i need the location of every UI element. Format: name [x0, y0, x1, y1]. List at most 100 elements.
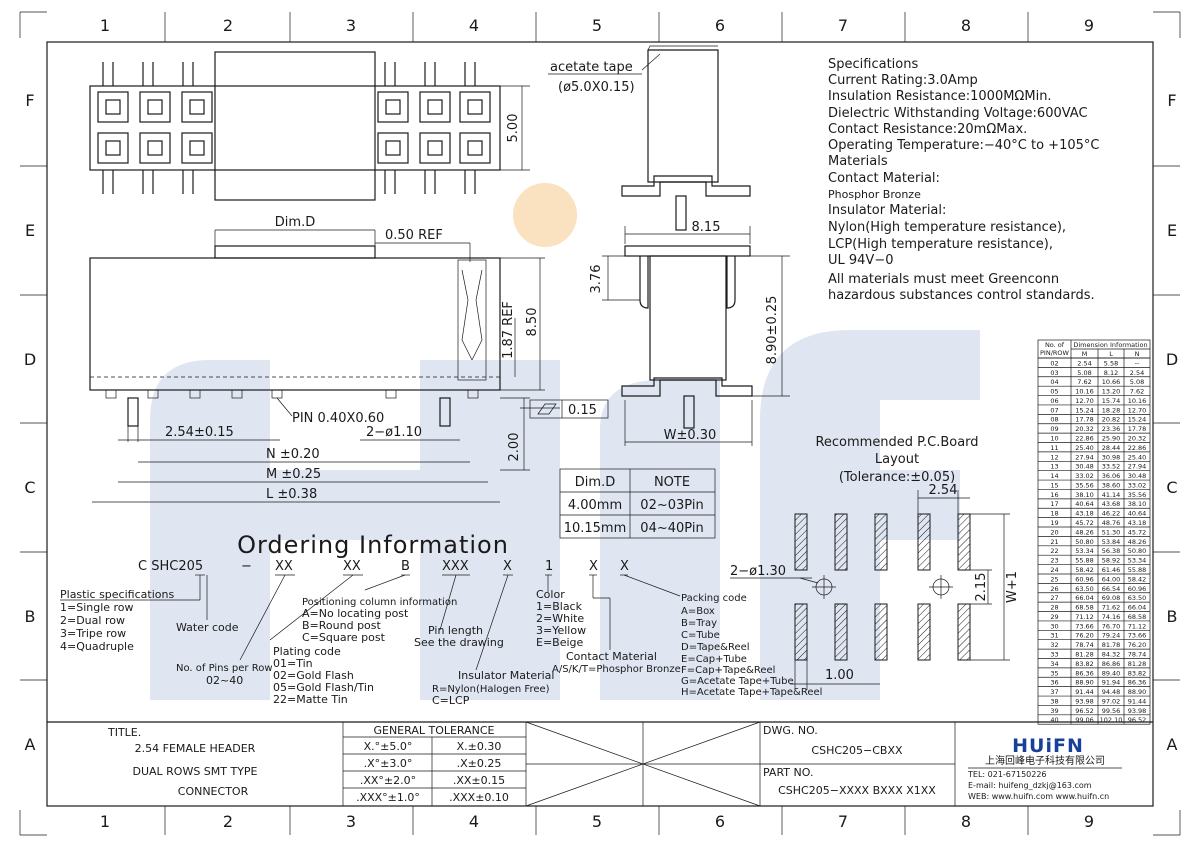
table-cell-m: 73.66	[1075, 622, 1094, 630]
table-cell-m: 93.98	[1075, 697, 1094, 705]
table-cell-m: 86.36	[1075, 669, 1094, 677]
table-cell-m: 78.74	[1075, 641, 1094, 649]
company-name: 上海回峰电子科技有限公司	[985, 754, 1105, 767]
packing-title: Packing code	[681, 593, 747, 604]
tolerance-linear: .XXX±0.10	[449, 791, 509, 804]
drawing-frame	[19, 11, 1181, 836]
spec-line: Contact Resistance:20mΩMax.	[828, 122, 1027, 137]
table-cell-l: 41.14	[1102, 491, 1121, 499]
table-cell-l: 64.00	[1102, 575, 1121, 583]
code-pin-length: XXX	[442, 559, 469, 574]
note-header: NOTE	[654, 475, 690, 490]
table-cell-m: 5.08	[1077, 369, 1091, 377]
grid-col-label: 1	[100, 812, 110, 831]
spec-line: All materials must meet Greenconn	[828, 272, 1059, 287]
table-cell-m: 33.02	[1075, 472, 1094, 480]
plating-option: 05=Gold Flash/Tin	[273, 681, 374, 694]
table-cell-m: 55.88	[1075, 557, 1094, 565]
packing-option: B=Tray	[681, 618, 717, 629]
table-cell-pins: 06	[1050, 397, 1058, 405]
table-cell-m: 35.56	[1075, 481, 1094, 489]
grid-row-label: A	[25, 735, 36, 754]
table-cell-pins: 32	[1050, 641, 1058, 649]
pcb-hole-label: 2−ø1.30	[730, 564, 786, 579]
table-cell-l: 56.38	[1102, 547, 1121, 555]
hole-dim-label: 2−ø1.10	[366, 425, 422, 440]
insulator-option: R=Nylon(Halogen Free)	[432, 684, 550, 695]
table-cell-m: 20.32	[1075, 425, 1094, 433]
table-cell-l: 10.66	[1102, 378, 1121, 386]
table-cell-n: 48.26	[1128, 538, 1147, 546]
dim-5-00: 5.00	[506, 114, 521, 143]
packing-option: C=Tube	[681, 630, 720, 641]
table-cell-pins: 14	[1050, 472, 1058, 480]
table-cell-n: 81.28	[1128, 660, 1147, 668]
table-cell-m: 96.52	[1075, 707, 1094, 715]
table-cell-m: 2.54	[1077, 359, 1091, 367]
note-cell: 04~40Pin	[640, 521, 703, 536]
table-cell-n: 5.08	[1130, 378, 1144, 386]
grid-row-label: C	[24, 478, 35, 497]
table-cell-n: 53.34	[1128, 557, 1147, 565]
table-cell-m: 99.06	[1075, 716, 1094, 724]
grid-col-label: 4	[469, 16, 479, 35]
spec-line: Nylon(High temperature resistance),	[828, 220, 1066, 235]
table-cell-pins: 11	[1050, 444, 1058, 452]
table-cell-l: 15.74	[1102, 397, 1121, 405]
dim-1-87-ref: 1.87 REF	[501, 301, 516, 359]
spec-line: Phosphor Bronze	[828, 188, 921, 201]
front-view: Dim.D 0.50 REF 1.87 REF 8.50 2.00 PIN 0.…	[89, 215, 609, 503]
table-cell-l: 91.94	[1102, 679, 1121, 687]
grid-col-label: 5	[592, 812, 602, 831]
table-cell-l: 25.90	[1102, 435, 1121, 443]
table-cell-pins: 04	[1050, 378, 1058, 386]
table-cell-pins: 20	[1050, 528, 1058, 536]
tolerance-linear: X.±0.30	[457, 740, 502, 753]
table-cell-l: 38.60	[1102, 481, 1121, 489]
table-cell-m: 68.58	[1075, 604, 1094, 612]
table-cell-l: 5.58	[1104, 359, 1118, 367]
plastic-option: 3=Tripe row	[60, 627, 126, 640]
plastic-option: 4=Quadruple	[60, 640, 134, 653]
table-cell-m: 53.34	[1075, 547, 1094, 555]
table-cell-pins: 39	[1050, 707, 1058, 715]
table-cell-n: 35.56	[1128, 491, 1147, 499]
table-cell-l: 69.08	[1102, 594, 1121, 602]
table-cell-m: 38.10	[1075, 491, 1094, 499]
grid-col-label: 5	[592, 16, 602, 35]
table-cell-l: 89.40	[1102, 669, 1121, 677]
table-cell-pins: 21	[1050, 538, 1058, 546]
table-cell-pins: 36	[1050, 679, 1058, 687]
table-cell-n: 7.62	[1130, 388, 1144, 396]
table-cell-pins: 29	[1050, 613, 1058, 621]
table-cell-n: 27.94	[1128, 463, 1147, 471]
insulator-title: Insulator Material	[458, 669, 554, 682]
water-code: Water code	[176, 621, 239, 634]
insulator-option: C=LCP	[432, 694, 470, 707]
table-cell-n: 45.72	[1128, 528, 1147, 536]
table-cell-n: 60.96	[1128, 585, 1147, 593]
table-cell-n: 63.50	[1128, 594, 1147, 602]
table-cell-m: 76.20	[1075, 632, 1094, 640]
spec-line: Current Rating:3.0Amp	[828, 73, 978, 88]
table-cell-n: 38.10	[1128, 500, 1147, 508]
dim-w: W±0.30	[664, 428, 717, 443]
table-cell-m: 58.42	[1075, 566, 1094, 574]
plating-option: 02=Gold Flash	[273, 669, 354, 682]
table-cell-pins: 35	[1050, 669, 1058, 677]
positioning-option: C=Square post	[302, 631, 386, 644]
company-email: E-mail: huifeng_dzkj@163.com	[968, 781, 1092, 790]
spec-line: Specifications	[828, 57, 918, 72]
dim-8-90: 8.90±0.25	[765, 296, 780, 365]
table-cell-n: 68.58	[1128, 613, 1147, 621]
table-cell-l: 61.46	[1102, 566, 1121, 574]
grid-col-label: 9	[1084, 812, 1094, 831]
plating-title: Plating code	[273, 645, 341, 658]
color-option: E=Beige	[536, 636, 584, 649]
table-cell-pins: 30	[1050, 622, 1058, 630]
spec-line: Insulator Material:	[828, 203, 946, 218]
table-cell-n: 83.82	[1128, 669, 1147, 677]
contact-option: A/S/K/T=Phosphor Bronze	[552, 664, 681, 675]
pin-length-note: See the drawing	[414, 636, 504, 649]
tolerance-linear: .X±0.25	[457, 757, 502, 770]
